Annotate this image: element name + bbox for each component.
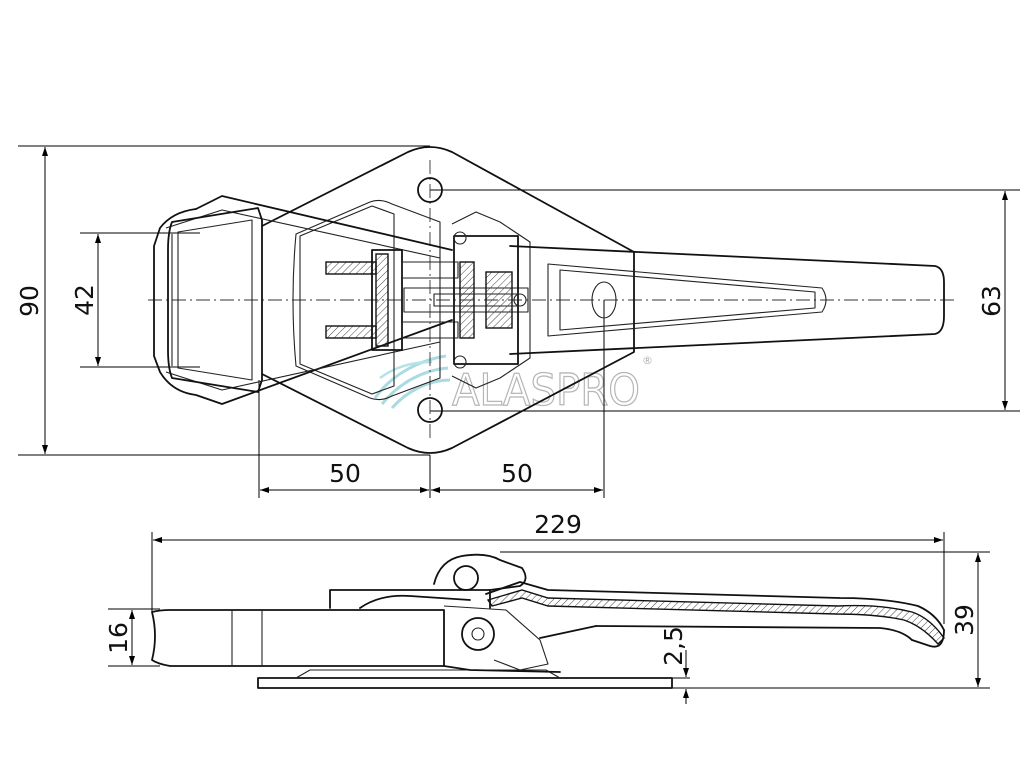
lever-handle (509, 245, 945, 355)
top-view-extension-lines (18, 145, 1020, 498)
leaf-swirl-logo-icon (373, 354, 451, 409)
dim-hole-spacing-63: 63 (977, 191, 1008, 410)
mounting-hole-top (417, 177, 443, 203)
linkage-mechanism (325, 231, 529, 369)
dim-label-2-5: 2,5 (659, 626, 688, 666)
side-hook-strap (151, 609, 445, 667)
side-housing (329, 589, 561, 673)
dim-label-229: 229 (534, 510, 582, 539)
dim-left-offset-50: 50 (260, 459, 429, 493)
dim-label-42: 42 (70, 284, 99, 316)
watermark-text: ALASPRO (452, 365, 640, 416)
dim-overall-length-229: 229 (153, 510, 943, 543)
hook-block (167, 207, 263, 393)
dim-label-50-left: 50 (329, 459, 361, 488)
dim-handle-width-42: 42 (70, 234, 101, 366)
dim-strap-height-16: 16 (104, 610, 135, 665)
dim-label-63: 63 (977, 285, 1006, 317)
side-lever-arm (485, 581, 945, 648)
watermark-registered-mark: ® (642, 354, 653, 367)
dim-base-thickness-2-5: 2,5 (659, 626, 689, 704)
base-plate (261, 146, 635, 454)
dim-overall-height-39: 39 (950, 553, 981, 687)
side-base-plate (257, 669, 673, 689)
dim-label-50-right: 50 (501, 459, 533, 488)
dim-label-16: 16 (104, 622, 133, 654)
side-view-extension-lines (108, 532, 990, 689)
dim-label-39: 39 (950, 604, 979, 636)
wire-bail (153, 195, 453, 405)
dim-overall-height-90: 90 (15, 147, 48, 454)
side-view: 229 39 16 2,5 (104, 510, 990, 704)
dim-label-90: 90 (15, 285, 44, 317)
side-pivot-lever (433, 553, 527, 651)
top-view-center-lines (148, 160, 955, 440)
watermark: ALASPRO ® (373, 354, 653, 417)
mounting-hole-bottom (417, 397, 443, 423)
top-view: 90 42 63 50 50 (15, 145, 1020, 498)
dim-right-offset-50: 50 (431, 459, 603, 493)
